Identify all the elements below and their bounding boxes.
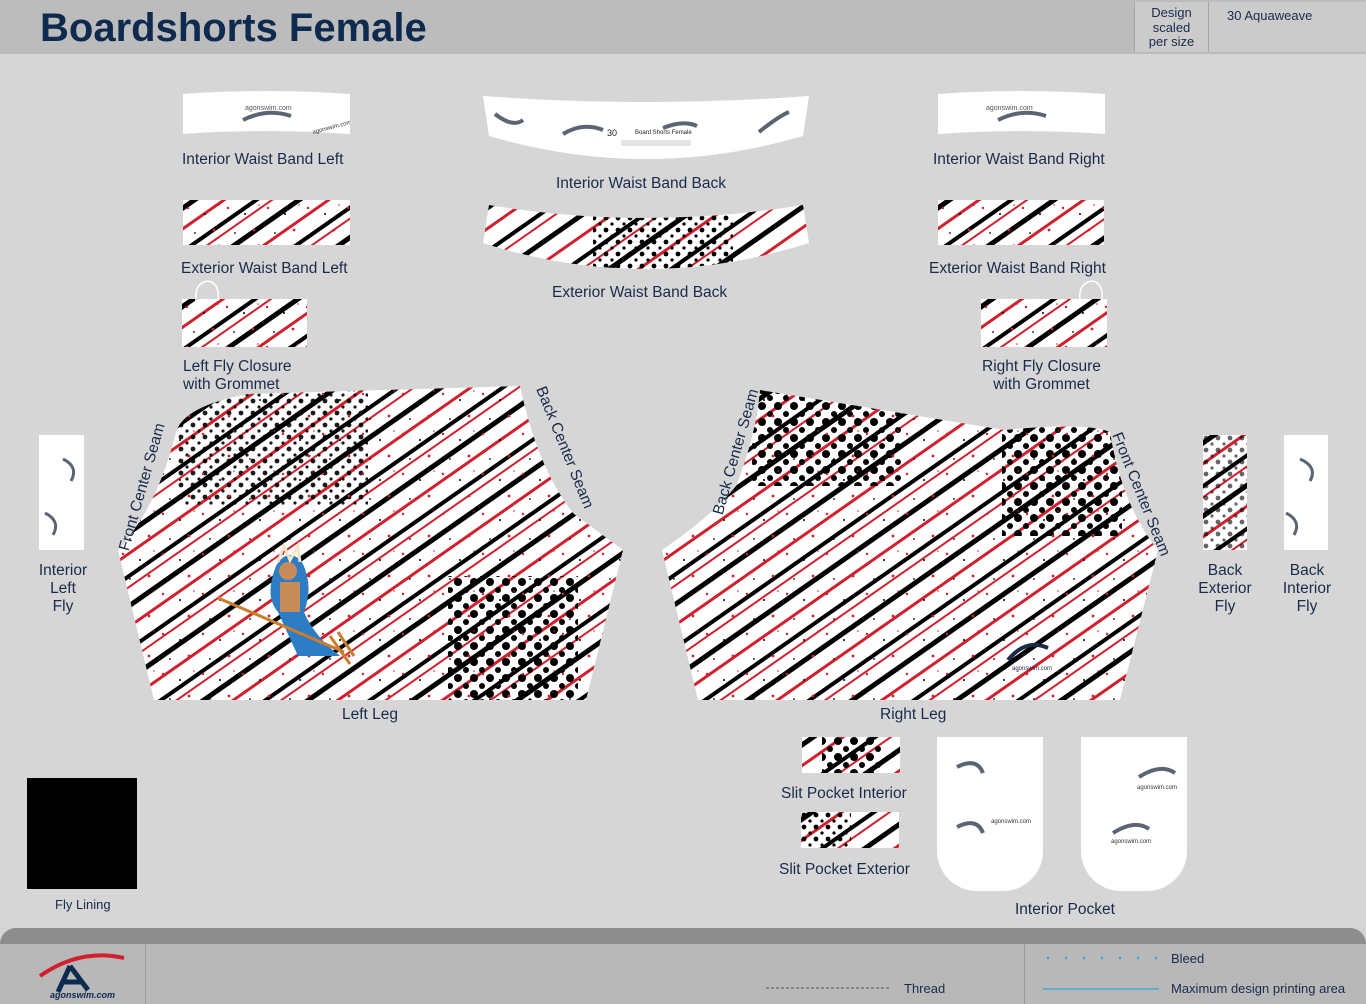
interior-pocket-left-piece[interactable]: agonswim.com bbox=[937, 737, 1043, 891]
fabric-label: 30 Aquaweave bbox=[1208, 2, 1366, 52]
footer-bar: agonswim.com Thread Bleed Maximum design… bbox=[0, 928, 1366, 1004]
agon-logo-icon: agonswim.com bbox=[38, 953, 125, 1000]
back-exterior-fly-piece[interactable] bbox=[1203, 435, 1247, 550]
thread-line-icon bbox=[766, 987, 890, 989]
svg-text:agonswim.com: agonswim.com bbox=[50, 990, 115, 1000]
svg-text:agonswim.com: agonswim.com bbox=[1012, 666, 1052, 672]
interior-waist-band-back-piece[interactable]: 30 Board Shorts Female bbox=[483, 92, 809, 164]
brand-text-mirrored: agonswim.com bbox=[245, 105, 292, 112]
slit-pocket-exterior-piece[interactable] bbox=[801, 812, 899, 848]
page-title: Boardshorts Female bbox=[40, 6, 427, 50]
label-slit-pocket-exterior: Slit Pocket Exterior bbox=[779, 861, 910, 878]
design-scale-note: Design scaled per size bbox=[1134, 2, 1208, 52]
fly-lining-piece[interactable] bbox=[27, 778, 137, 889]
legend-panel: Bleed Maximum design printing area bbox=[1024, 944, 1366, 1004]
label-left-leg: Left Leg bbox=[342, 706, 399, 723]
right-leg-piece[interactable]: agonswim.com bbox=[662, 386, 1158, 700]
label-back-exterior-fly: Back Exterior Fly bbox=[1198, 562, 1252, 615]
label-right-leg: Right Leg bbox=[880, 706, 947, 723]
interior-waist-band-right-piece[interactable]: agonswim.com bbox=[938, 90, 1105, 136]
label-exterior-waist-band-right: Exterior Waist Band Right bbox=[929, 260, 1106, 277]
label-right-fly-closure: Right Fly Closure with Grommet bbox=[982, 358, 1101, 393]
interior-waist-band-left-piece[interactable]: agonswim.com agonswim.com bbox=[183, 90, 350, 136]
bleed-line-icon bbox=[1047, 956, 1171, 960]
back-interior-fly-piece[interactable] bbox=[1284, 435, 1328, 550]
header-bar: Boardshorts Female Design scaled per siz… bbox=[0, 0, 1366, 54]
label-interior-waist-band-right: Interior Waist Band Right bbox=[933, 151, 1105, 168]
legend-max-area: Maximum design printing area bbox=[1171, 981, 1346, 996]
max-area-line-icon bbox=[1043, 988, 1159, 990]
svg-text:agonswim.com: agonswim.com bbox=[1137, 785, 1177, 791]
exterior-waist-band-left-piece[interactable] bbox=[183, 200, 350, 245]
brand-logo-icon: agonswim.com bbox=[1006, 643, 1052, 672]
label-interior-waist-band-back: Interior Waist Band Back bbox=[556, 175, 726, 192]
band-size: 30 bbox=[607, 128, 617, 138]
label-exterior-waist-band-back: Exterior Waist Band Back bbox=[552, 284, 728, 301]
label-fly-lining: Fly Lining bbox=[55, 897, 111, 912]
legend-bleed: Bleed bbox=[1171, 951, 1205, 966]
label-interior-left-fly: Interior Left Fly bbox=[38, 562, 88, 615]
agon-logo: agonswim.com bbox=[0, 944, 146, 1004]
exterior-waist-band-right-piece[interactable] bbox=[938, 200, 1104, 245]
exterior-waist-band-back-piece[interactable] bbox=[483, 203, 809, 275]
interior-left-fly-piece[interactable] bbox=[39, 435, 84, 550]
brand-text-mirrored: agonswim.com bbox=[991, 819, 1031, 825]
svg-text:agonswim.com: agonswim.com bbox=[986, 105, 1033, 112]
label-interior-waist-band-left: Interior Waist Band Left bbox=[182, 151, 344, 168]
interior-pocket-right-piece[interactable]: agonswim.com agonswim.com bbox=[1081, 737, 1187, 891]
left-leg-piece[interactable] bbox=[118, 386, 623, 700]
label-slit-pocket-interior: Slit Pocket Interior bbox=[781, 785, 907, 802]
footer-strip bbox=[0, 928, 1366, 944]
right-fly-closure-piece[interactable] bbox=[981, 299, 1107, 347]
grommet-left-icon bbox=[195, 280, 220, 302]
band-product-name: Board Shorts Female bbox=[635, 130, 692, 136]
label-back-interior-fly: Back Interior Fly bbox=[1282, 562, 1332, 615]
slit-pocket-interior-piece[interactable] bbox=[802, 737, 900, 773]
legend-thread: Thread bbox=[904, 981, 946, 996]
triton-mascot-icon bbox=[217, 541, 356, 665]
left-fly-closure-piece[interactable] bbox=[182, 299, 307, 347]
grommet-right-icon bbox=[1079, 280, 1104, 302]
label-exterior-waist-band-left: Exterior Waist Band Left bbox=[181, 260, 348, 277]
label-left-fly-closure: Left Fly Closure with Grommet bbox=[183, 358, 292, 393]
svg-text:agonswim.com: agonswim.com bbox=[1111, 839, 1151, 845]
label-interior-pocket: Interior Pocket bbox=[1015, 901, 1115, 918]
